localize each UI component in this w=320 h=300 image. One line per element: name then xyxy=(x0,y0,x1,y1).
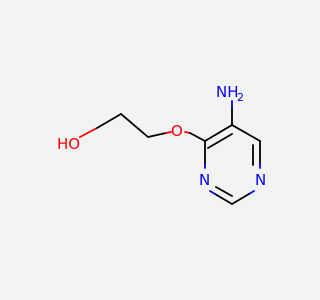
bond-c1-c2 xyxy=(120,113,149,138)
bond-c4-c5-double xyxy=(207,133,233,149)
bond-c2-o-red xyxy=(165,131,172,134)
bond-c5-c6 xyxy=(231,124,261,142)
molecule-diagram: HO O N N NH 2 xyxy=(57,83,266,205)
bond-c4-c5 xyxy=(204,124,233,142)
bond-ho-c1 xyxy=(79,127,98,138)
hydroxyl-label: HO xyxy=(57,135,80,153)
ring-n3-label: N xyxy=(199,171,210,189)
bond-c2-o xyxy=(147,132,167,138)
bond-c2-n3-blue xyxy=(209,190,216,195)
bond-c2-n3-double xyxy=(215,186,233,197)
bond-ho-c1-b xyxy=(96,113,122,129)
ring-n1-label: N xyxy=(255,171,266,189)
ether-oxygen-label: O xyxy=(171,122,183,140)
structure-canvas: HO O N N NH 2 xyxy=(57,83,267,205)
amine-label: NH xyxy=(216,83,239,101)
amine-subscript: 2 xyxy=(237,91,244,104)
bond-n1-c2 xyxy=(231,193,250,205)
bond-n1-c2-blue xyxy=(248,190,255,195)
bond-o-c4 xyxy=(189,132,206,142)
bonds xyxy=(79,100,261,205)
bond-c2-n3 xyxy=(214,193,233,205)
